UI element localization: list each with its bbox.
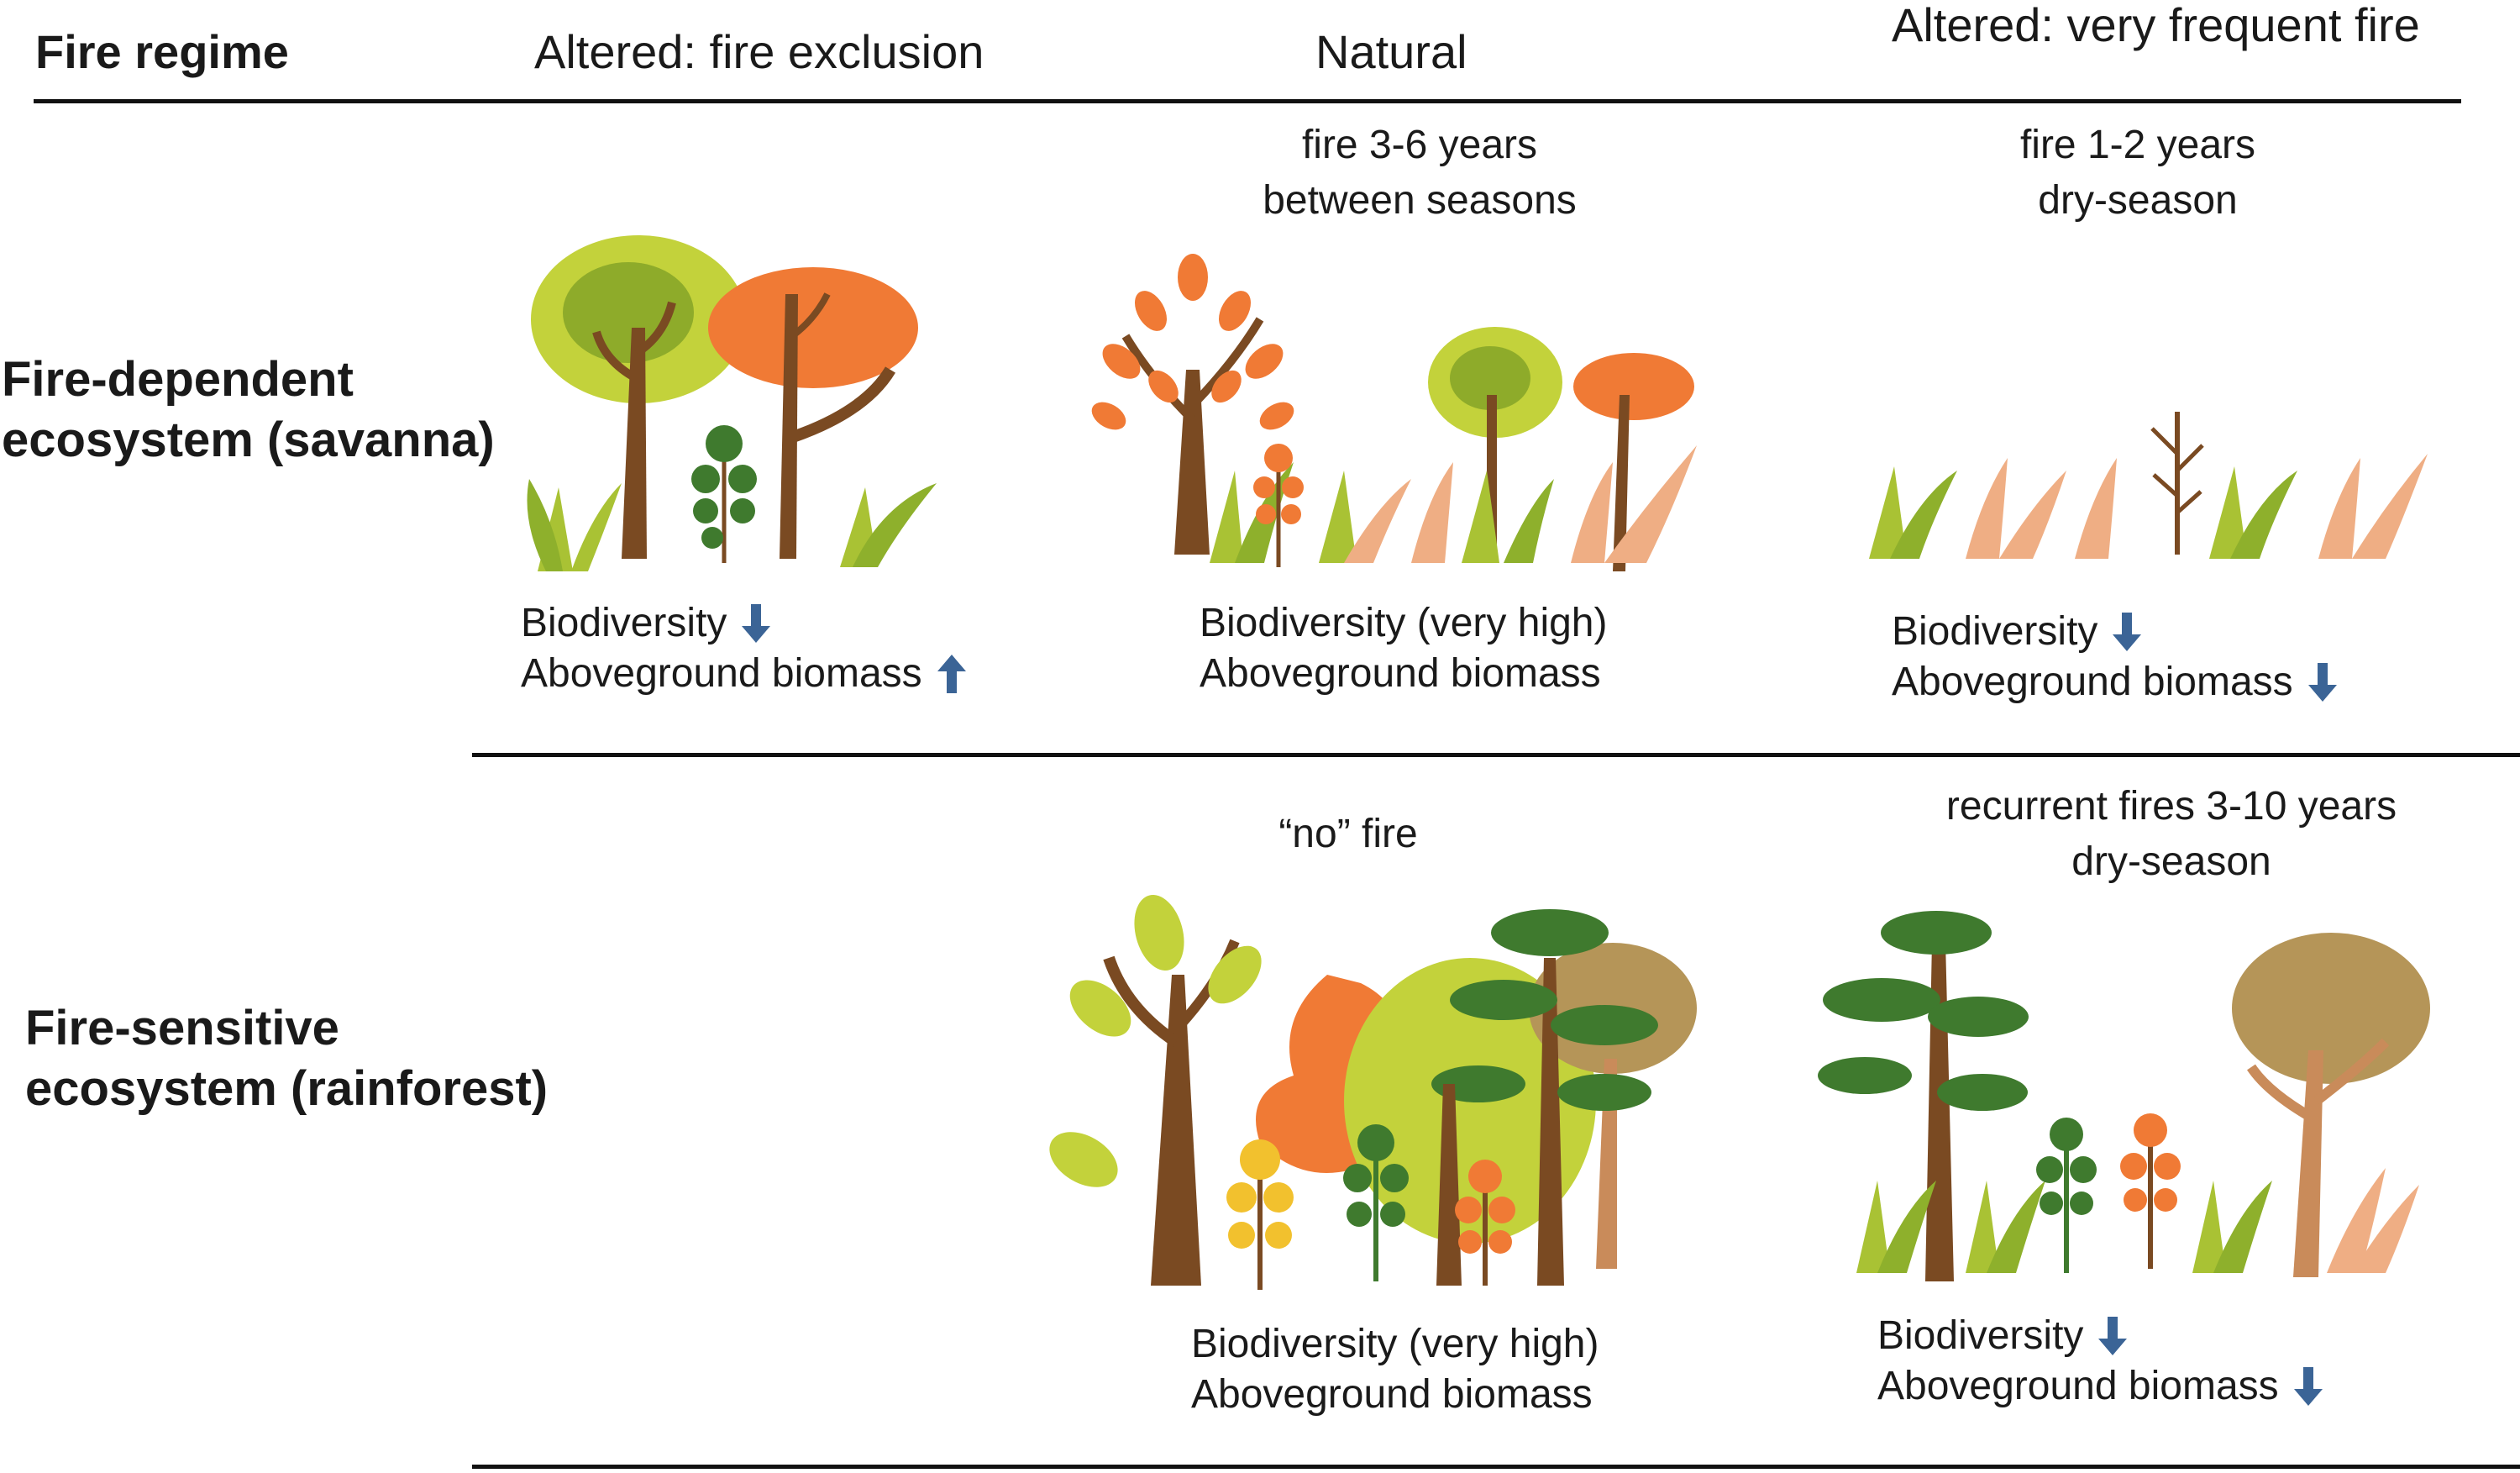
row-label-rainforest: Fire-sensitive ecosystem (rainforest): [25, 1001, 549, 1116]
bottom-divider: [472, 1465, 2520, 1469]
metric-biodiversity: Biodiversity (very high): [1191, 1322, 1599, 1366]
savanna-frequent-metrics: Biodiversity Aboveground biomass: [1892, 607, 2337, 708]
shrub-icon: [1264, 444, 1293, 472]
savanna-natural-condition: fire 3-6 years between seasons: [1263, 123, 1577, 223]
tree-trunk-icon: [622, 328, 647, 559]
tree-canopy-icon: [2232, 933, 2430, 1084]
tree-trunk-icon: [2293, 1050, 2323, 1277]
grass-icon: [571, 483, 622, 571]
grass-icon: [1571, 462, 1613, 563]
grass-icon: [2209, 466, 2247, 559]
column-header-fire-exclusion: Altered: fire exclusion: [534, 25, 984, 78]
grass-icon: [1344, 479, 1411, 563]
rainforest-frequent-metrics: Biodiversity Aboveground biomass: [1877, 1311, 2323, 1412]
tree-canopy-icon: [1573, 353, 1694, 420]
row-label-savanna: Fire-dependent ecosystem (savanna): [2, 352, 495, 467]
metric-aboveground-biomass: Aboveground biomass: [1200, 651, 1601, 696]
metric-aboveground-biomass: Aboveground biomass: [1877, 1364, 2279, 1408]
arrow-down-icon: [742, 604, 771, 643]
grass-icon: [1869, 466, 1907, 559]
tree-trunk-icon: [1151, 975, 1201, 1286]
grass-icon: [2318, 458, 2360, 559]
rainforest-natural-metrics: Biodiversity (very high) Aboveground bio…: [1191, 1319, 1599, 1420]
grass-icon: [2327, 1168, 2386, 1273]
tree-trunk-icon: [1596, 1059, 1617, 1269]
tree-trunk-icon: [1537, 958, 1564, 1286]
savanna-natural-illustration: [1091, 254, 1697, 571]
fire-regime-header: Fire regime: [35, 25, 289, 78]
shrub-icon: [2134, 1113, 2167, 1147]
metric-biodiversity: Biodiversity: [521, 601, 727, 645]
shrub-icon: [1240, 1139, 1280, 1180]
savanna-fire-exclusion-illustration: [527, 235, 937, 571]
rainforest-frequent-condition: recurrent fires 3-10 years dry-season: [1945, 784, 2397, 884]
tree-canopy-icon: [708, 267, 918, 388]
grass-icon: [1856, 1181, 1890, 1273]
grass-icon: [2075, 458, 2117, 559]
grass-icon: [1462, 471, 1499, 563]
grass-icon: [1966, 1181, 1999, 1273]
grass-icon: [853, 483, 937, 567]
rainforest-natural-condition: “no” fire: [1278, 812, 1418, 856]
header-divider: [34, 99, 2461, 103]
column-header-very-frequent-fire: Altered: very frequent fire: [1892, 0, 2420, 51]
grass-icon: [527, 479, 563, 571]
rainforest-frequent-fire-illustration: [1818, 911, 2430, 1281]
column-header-natural: Natural: [1315, 25, 1467, 78]
shrub-icon: [2050, 1118, 2083, 1151]
tree-trunk-icon: [780, 294, 798, 559]
arrow-up-icon: [937, 655, 966, 693]
arrow-down-icon: [2098, 1317, 2128, 1355]
metric-biodiversity: Biodiversity (very high): [1200, 601, 1608, 645]
arrow-down-icon: [2307, 663, 2337, 702]
savanna-exclusion-metrics: Biodiversity Aboveground biomass: [521, 598, 966, 699]
leaf-icon: [1134, 894, 1184, 971]
grass-icon: [1319, 471, 1357, 563]
grass-icon: [1966, 458, 2008, 559]
shrub-icon: [1468, 1160, 1502, 1193]
savanna-natural-metrics: Biodiversity (very high) Aboveground bio…: [1200, 598, 1607, 699]
metric-aboveground-biomass: Aboveground biomass: [1191, 1372, 1593, 1417]
metric-aboveground-biomass: Aboveground biomass: [1892, 660, 2293, 704]
row-divider: [472, 753, 2520, 757]
grass-icon: [1210, 471, 1243, 563]
tree-canopy-icon: [1881, 911, 1992, 955]
metric-biodiversity: Biodiversity: [1877, 1313, 2084, 1358]
metric-aboveground-biomass: Aboveground biomass: [521, 651, 922, 696]
leaf-icon: [1178, 254, 1208, 301]
shrub-icon: [706, 425, 743, 462]
shrub-icon: [1357, 1124, 1394, 1161]
savanna-frequent-fire-illustration: [1869, 412, 2428, 559]
arrow-down-icon: [2113, 613, 2142, 651]
grass-icon: [2192, 1181, 2226, 1273]
rainforest-natural-illustration: [1049, 894, 1697, 1290]
savanna-frequent-condition: fire 1-2 years dry-season: [2019, 123, 2256, 223]
arrow-down-icon: [2293, 1367, 2323, 1406]
tree-canopy-icon: [1491, 909, 1609, 956]
metric-biodiversity: Biodiversity: [1892, 609, 2098, 654]
